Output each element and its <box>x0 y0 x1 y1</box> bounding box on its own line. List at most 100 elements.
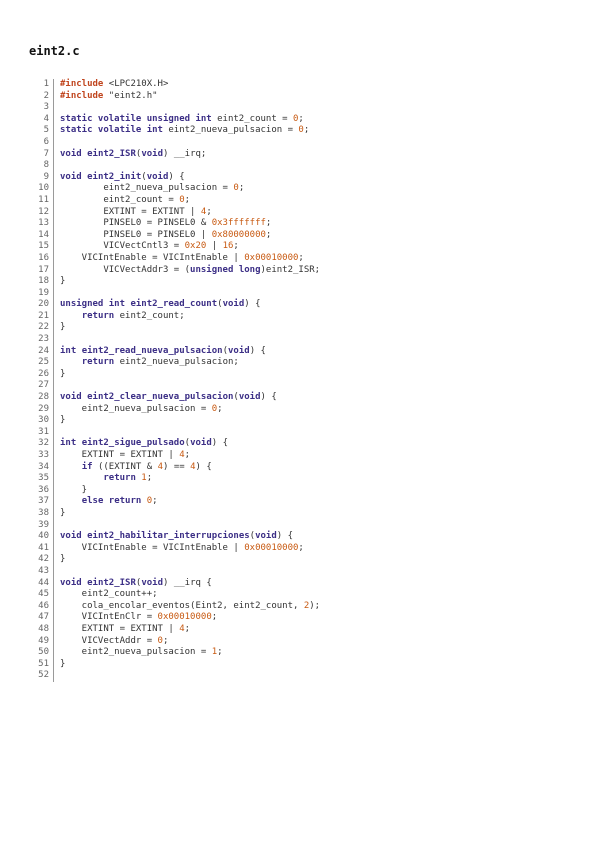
code-token: } <box>60 554 66 565</box>
line-number: 11 <box>30 194 54 207</box>
code-token: void <box>255 531 277 542</box>
line-number: 16 <box>30 252 54 265</box>
line-number: 35 <box>30 473 54 485</box>
line-source: } <box>54 659 65 671</box>
line-number: 47 <box>30 612 54 624</box>
line-number: 32 <box>30 438 54 450</box>
code-token: unsigned int <box>60 299 126 310</box>
line-number: 10 <box>30 183 54 195</box>
line-source: int eint2_read_nueva_pulsacion(void) { <box>54 346 266 358</box>
code-line: 2#include "eint2.h" <box>30 90 320 103</box>
line-source: void eint2_init(void) { <box>54 172 185 184</box>
line-source: else return 0; <box>54 496 158 508</box>
code-token: eint2_sigue_pulsado <box>81 438 185 449</box>
line-source: EXTINT = EXTINT | 4; <box>54 206 211 219</box>
line-number: 46 <box>30 600 54 613</box>
line-source <box>54 380 60 392</box>
code-token: ) { <box>211 438 229 449</box>
code-token: ; <box>265 218 272 229</box>
code-token: ; <box>211 612 218 623</box>
code-token: 0x00010000 <box>157 612 212 623</box>
code-token: 0 <box>157 635 163 646</box>
code-token: ; <box>184 194 191 205</box>
line-source <box>54 520 60 532</box>
code-token: void <box>60 531 82 542</box>
code-line: 19 <box>30 287 320 300</box>
code-token: ( <box>233 392 239 403</box>
code-token: } <box>60 415 66 426</box>
line-source: } <box>54 369 65 381</box>
code-token: ; <box>298 542 304 553</box>
code-line: 43 <box>30 565 320 578</box>
line-source: static volatile int eint2_nueva_pulsacio… <box>54 125 309 137</box>
line-source: EXTINT = EXTINT | 4; <box>54 624 190 636</box>
line-number: 6 <box>30 136 54 149</box>
code-line: 33 EXTINT = EXTINT | 4; <box>30 450 320 462</box>
code-token: VICIntEnClr = <box>60 612 158 623</box>
code-token: void <box>222 299 245 310</box>
code-token: PINSEL0 = PINSEL0 & <box>60 218 212 229</box>
code-token <box>60 473 103 483</box>
code-line: 29 eint2_nueva_pulsacion = 0; <box>30 403 320 416</box>
code-token <box>60 357 82 367</box>
code-token: void <box>146 171 169 182</box>
code-token: 2 <box>303 600 310 611</box>
line-source <box>54 160 60 172</box>
line-number: 38 <box>30 507 54 520</box>
code-token: void <box>60 577 82 588</box>
code-token: eint2_clear_nueva_pulsacion <box>87 392 234 403</box>
code-token: ( <box>249 531 256 542</box>
code-token: } <box>60 507 66 518</box>
code-token: eint2_read_count <box>130 299 218 310</box>
line-source: return 1; <box>54 473 152 485</box>
line-source: if ((EXTINT & 4) == 4) { <box>54 462 212 474</box>
line-number: 29 <box>30 403 54 416</box>
line-number: 41 <box>30 542 54 555</box>
code-token: int <box>60 438 77 449</box>
code-token: eint2_ISR <box>87 577 136 588</box>
code-line: 6 <box>30 136 320 149</box>
code-token: } <box>60 276 66 287</box>
code-token: 0x00010000 <box>244 542 299 553</box>
line-source <box>54 670 60 682</box>
code-line: 12 EXTINT = EXTINT | 4; <box>30 206 320 219</box>
code-token: ( <box>135 577 142 588</box>
code-token: void <box>60 392 82 403</box>
code-token: eint2_nueva_pulsacion = <box>162 125 299 136</box>
code-line: 41 VICIntEnable = VICIntEnable | 0x00010… <box>30 542 320 555</box>
line-source: VICVectAddr = 0; <box>54 635 169 648</box>
line-number: 12 <box>30 206 54 219</box>
code-line: 17 VICVectAddr3 = (unsigned long)eint2_I… <box>30 264 320 277</box>
line-number: 28 <box>30 392 54 404</box>
line-number: 23 <box>30 334 54 346</box>
code-line: 36 } <box>30 484 320 497</box>
line-source: void eint2_clear_nueva_pulsacion(void) { <box>54 392 277 404</box>
line-source: } <box>54 508 65 520</box>
code-line: 14 PINSEL0 = PINSEL0 | 0x80000000; <box>30 229 320 242</box>
code-token: static volatile unsigned int <box>60 113 212 124</box>
code-token: eint2_count; <box>114 310 185 321</box>
line-number: 40 <box>30 531 54 543</box>
code-line: 49 VICVectAddr = 0; <box>30 635 320 648</box>
code-token: 4 <box>190 461 196 472</box>
code-token: 4 <box>200 206 207 217</box>
line-source: PINSEL0 = PINSEL0 | 0x80000000; <box>54 230 271 242</box>
line-number: 30 <box>30 415 54 427</box>
line-source <box>54 427 60 439</box>
code-token: ; <box>184 450 191 460</box>
line-source: PINSEL0 = PINSEL0 & 0x3fffffff; <box>54 218 271 230</box>
code-token: ( <box>217 299 223 310</box>
code-line: 37 else return 0; <box>30 496 320 508</box>
line-source: } <box>54 276 65 288</box>
line-source: void eint2_habilitar_interrupciones(void… <box>54 531 293 543</box>
code-token: ( <box>184 438 191 449</box>
code-token: PINSEL0 = PINSEL0 | <box>60 229 212 240</box>
line-source: #include <LPC210X.H> <box>54 79 168 91</box>
code-token: unsigned long <box>190 264 261 275</box>
code-token <box>60 462 82 472</box>
code-token: 0 <box>298 125 304 136</box>
code-token: 0x80000000 <box>211 229 266 240</box>
line-source: VICIntEnable = VICIntEnable | 0x00010000… <box>54 543 304 555</box>
